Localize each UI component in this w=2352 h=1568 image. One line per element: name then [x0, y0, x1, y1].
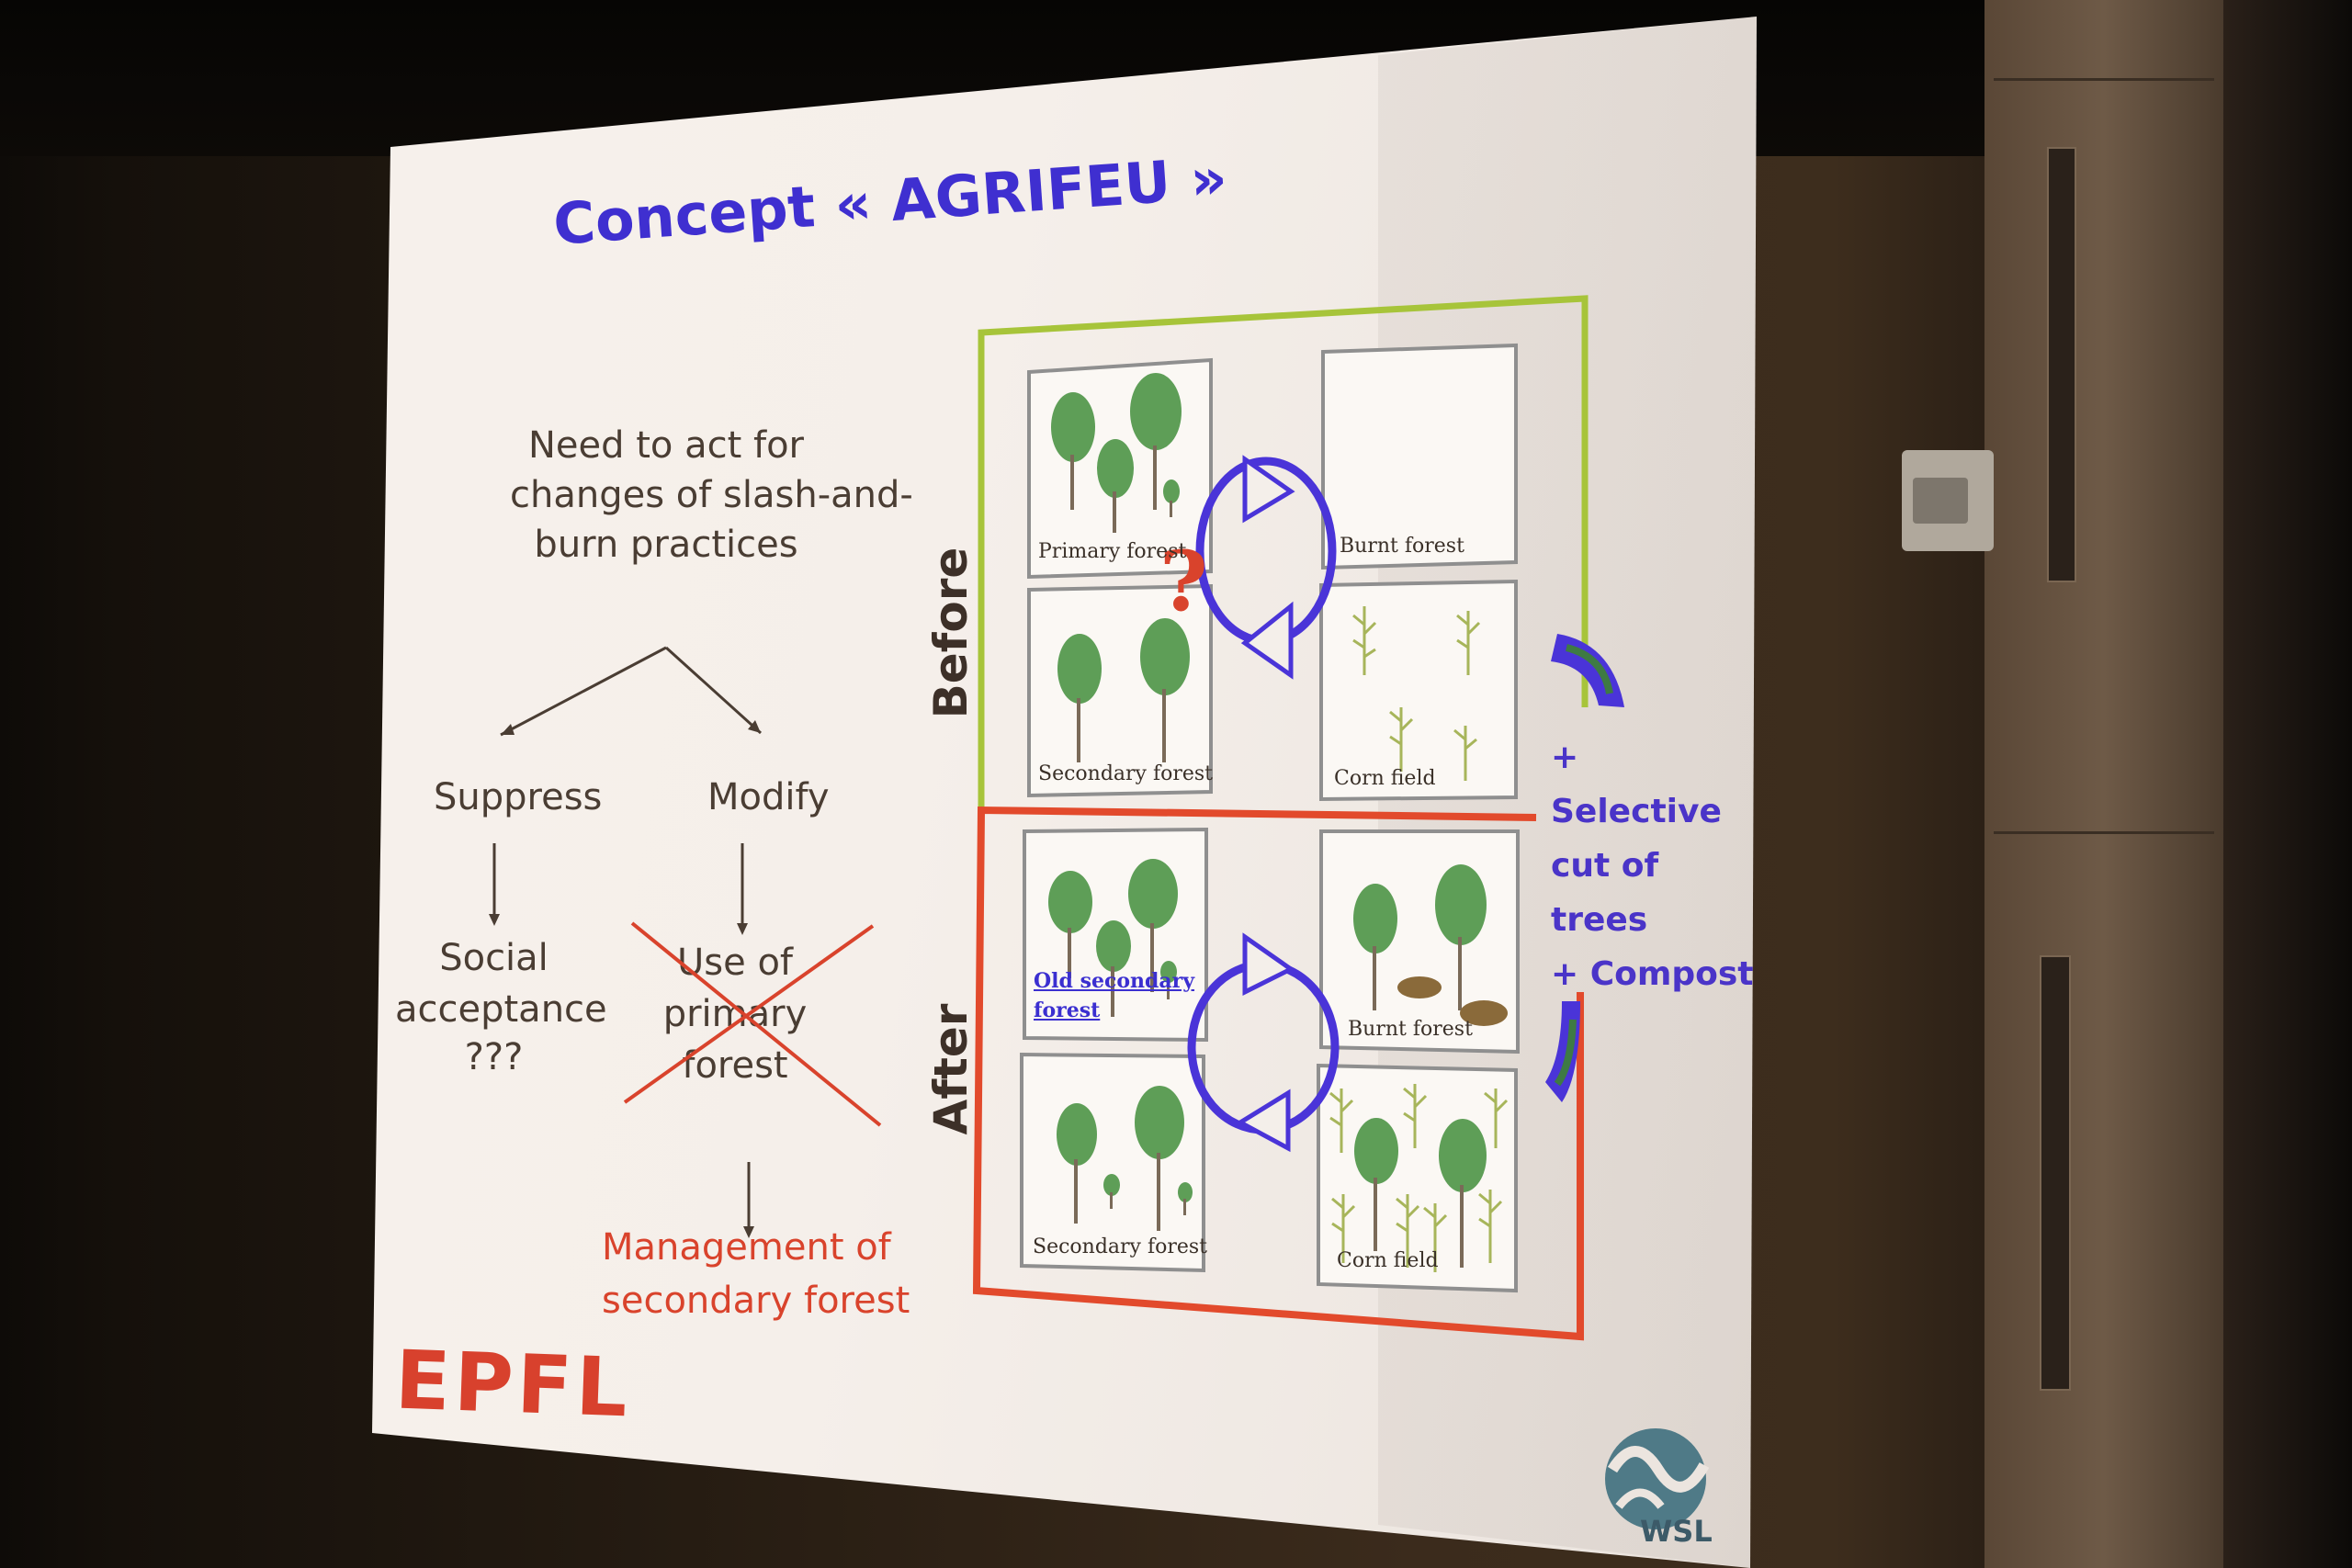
label-burnt-forest-after: Burnt forest [1348, 1018, 1473, 1041]
corn-plants [1329, 606, 1509, 1272]
selective-cut-text: + Selective cut of trees + Compost [1551, 730, 1754, 1001]
vent-top [2047, 147, 2076, 582]
label-corn-field: Corn field [1334, 767, 1436, 790]
social-line-2: acceptance [395, 988, 607, 1031]
arrow-to-suppress [500, 646, 667, 737]
secondary-forest-trees [1057, 618, 1190, 762]
management-line-2: secondary forest [602, 1280, 910, 1322]
management-text: Management of secondary forest [602, 1226, 910, 1322]
room-edge [2223, 0, 2352, 1568]
label-burnt-forest: Burnt forest [1340, 535, 1464, 558]
burnt-forest-after-trees [1353, 864, 1508, 1026]
epfl-logo: EPFL [393, 1332, 633, 1436]
label-secondary-forest-after: Secondary forest [1033, 1235, 1208, 1258]
old-secondary-forest-trees [1048, 859, 1178, 1017]
primary-forest-trees [1051, 373, 1182, 533]
management-line-1: Management of [602, 1226, 891, 1269]
side-plus: + [1551, 739, 1579, 776]
label-old-secondary-line-1: Old secondary [1034, 969, 1195, 993]
cell-burnt-forest [1321, 343, 1518, 570]
use-line-2: primary [662, 993, 808, 1035]
cycle-arrowhead-after [1235, 932, 1295, 1153]
social-line-1: Social [439, 937, 548, 979]
modify-label: Modify [707, 776, 830, 818]
cycle-arrowhead-before [1240, 455, 1295, 680]
secondary-forest-after-trees [1057, 1086, 1193, 1231]
use-primary-forest-text: Use of primary forest [643, 942, 827, 1087]
after-frame [972, 806, 1584, 1341]
wsl-logo-mark [1605, 1428, 1710, 1529]
label-primary-forest: Primary forest [1038, 540, 1187, 563]
wsl-logo-text: WSL [1640, 1514, 1713, 1549]
question-mark: ? [1159, 533, 1208, 630]
label-secondary-forest: Secondary forest [1038, 762, 1214, 785]
panel-seam-top [1994, 78, 2214, 81]
side-curved-arrows [1545, 634, 1624, 1102]
arrow-to-modify [664, 646, 763, 735]
label-old-secondary-forest: Old secondary forest [1034, 969, 1194, 1022]
vent-bottom [2040, 955, 2071, 1391]
need-line-3: burn practices [534, 524, 798, 566]
label-corn-field-after: Corn field [1337, 1249, 1439, 1272]
side-trees: trees [1551, 901, 1648, 939]
suppress-label: Suppress [434, 776, 603, 818]
panel-seam-middle [1994, 831, 2214, 834]
side-selective: Selective [1551, 793, 1722, 830]
cross-out-mark [623, 921, 882, 1127]
hinge-plate [1913, 478, 1968, 524]
use-line-3: forest [682, 1044, 788, 1087]
need-line-1: Need to act for [527, 424, 805, 467]
side-compost: + Compost [1551, 955, 1754, 993]
social-acceptance-text: Social acceptance ??? [395, 937, 607, 1078]
arrow-heads [489, 720, 761, 1238]
corn-field-after-trees [1354, 1118, 1487, 1268]
label-old-secondary-line-2: forest [1034, 998, 1101, 1022]
left-flow-arrows [492, 646, 763, 1231]
cycle-arrow-after [1187, 960, 1340, 1134]
before-cells [1027, 343, 1518, 802]
side-cut-of: cut of [1551, 847, 1659, 885]
wall-panel [1984, 0, 2223, 1568]
trees [1048, 373, 1508, 1268]
social-line-3: ??? [464, 1036, 524, 1078]
